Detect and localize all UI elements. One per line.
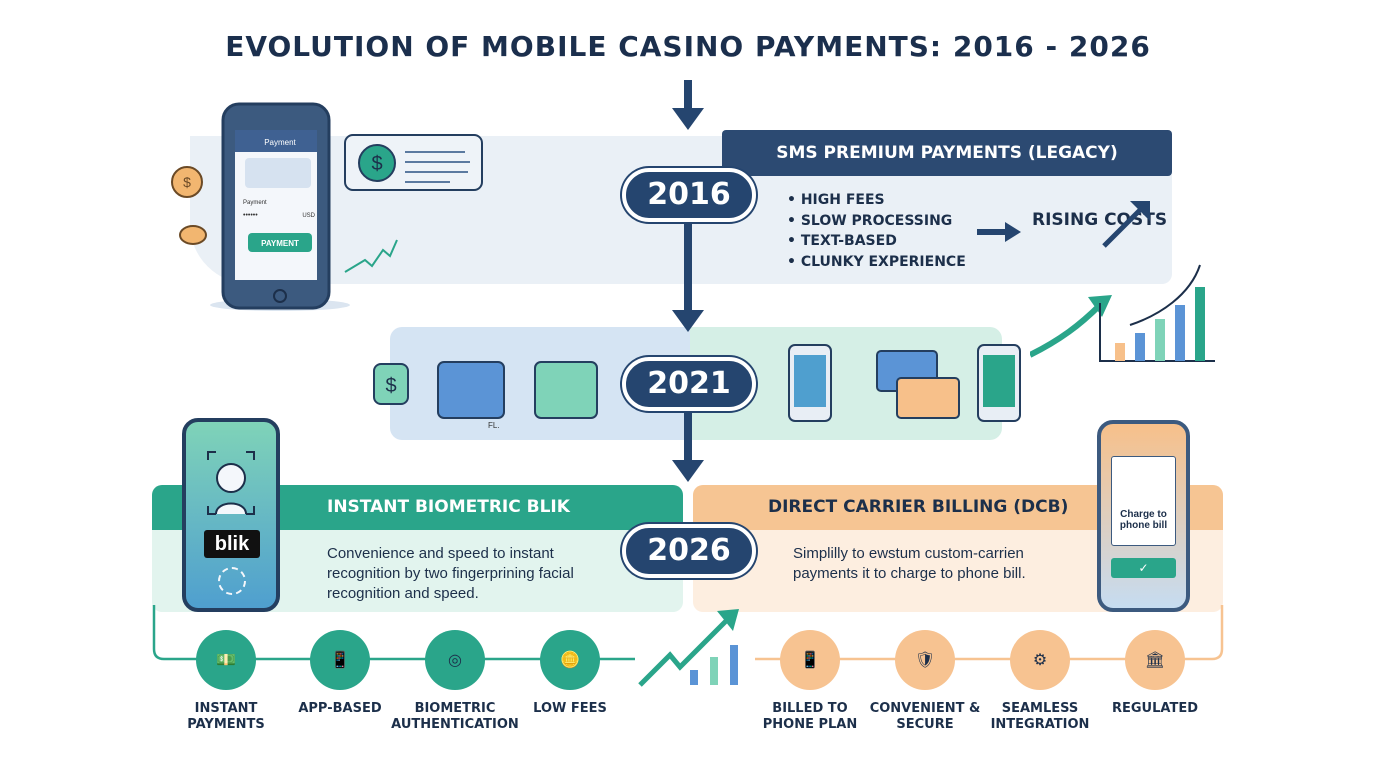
face-scan-icon [207,451,255,515]
shield-check-icon: 🛡 [895,630,955,690]
feature-app-based: 📱 APP-BASED [275,630,405,717]
arrow-right-icon [977,222,1021,242]
sms-phone-illustration: Payment Payment •••••• USD PAYMENT $ $ [171,102,483,311]
feature-label: BILLED TO PHONE PLAN [762,701,858,732]
arrow-down-icon [672,108,704,130]
bank-icon: 🏛 [1125,630,1185,690]
sms-bullets: HIGH FEES SLOW PROCESSING TEXT-BASED CLU… [787,190,966,272]
feature-regulated: 🏛 REGULATED [1090,630,1220,717]
svg-text:$: $ [385,375,396,397]
feature-billed-to-phone: 📱 BILLED TO PHONE PLAN [745,630,875,733]
feature-label: SEAMLESS INTEGRATION [990,701,1090,732]
timeline-line [684,410,692,460]
feature-label: INSTANT PAYMENTS [187,701,265,732]
coins-icon: 🪙 [540,630,600,690]
svg-text:$: $ [371,153,382,175]
feature-label: APP-BASED [298,701,382,716]
growth-trend-icon [638,609,739,687]
feature-instant-payments: 💵 INSTANT PAYMENTS [161,630,291,733]
page-title: EVOLUTION OF MOBILE CASINO PAYMENTS: 201… [225,30,1151,63]
bullet: TEXT-BASED [787,231,966,252]
wallet-caption: FL. [488,421,500,430]
phone-currency: USD [302,213,315,219]
bullet: HIGH FEES [787,190,966,211]
blik-phone: blik [182,418,280,612]
feature-label: REGULATED [1112,701,1198,716]
feature-label: LOW FEES [533,701,607,716]
phone-screen-title: Payment [264,138,296,147]
bullet: CLUNKY EXPERIENCE [787,252,966,273]
phone-payment-button: PAYMENT [261,239,299,248]
phone-field-label: Payment [243,200,267,206]
charge-text: Charge to phone bill [1119,509,1168,531]
year-pill-2016: 2016 [622,168,756,222]
feature-secure: 🛡 CONVENIENT & SECURE [860,630,990,733]
blik-logo: blik [204,530,260,558]
feature-biometric: ◎ BIOMETRIC AUTHENTICATION [390,630,520,733]
confirm-check-button[interactable]: ✓ [1111,558,1176,578]
blik-description: Convenience and speed to instant recogni… [327,545,574,602]
arrow-down-icon [672,310,704,332]
phone-scan-icon: 📱 [310,630,370,690]
phone-icon: 📱 [780,630,840,690]
trend-up-arrow-icon [1102,201,1150,248]
fingerprint-icon [218,567,246,595]
feature-label: BIOMETRIC AUTHENTICATION [391,701,519,732]
growth-bar-chart-icon [1030,264,1215,362]
feature-label: CONVENIENT & SECURE [869,701,981,732]
timeline-line [684,80,692,110]
year-pill-2026: 2026 [622,524,756,578]
digital-payments-illustration [788,344,1021,422]
year-pill-2021: 2021 [622,357,756,411]
timeline-line [684,222,692,312]
phone-masked-value: •••••• [243,212,258,219]
feature-integration: ⚙ SEAMLESS INTEGRATION [975,630,1105,733]
charge-to-phone-bill-card: Charge to phone bill [1111,456,1176,546]
fingerprint-icon: ◎ [425,630,485,690]
cash-icon: 💵 [196,630,256,690]
feature-low-fees: 🪙 LOW FEES [505,630,635,717]
wallets-illustration: $ FL. [373,361,598,430]
feature-connector [152,605,1224,661]
bullet: SLOW PROCESSING [787,211,966,232]
sms-header: SMS PREMIUM PAYMENTS (LEGACY) [722,130,1172,176]
dcb-phone: Charge to phone bill ✓ [1097,420,1190,612]
svg-text:$: $ [183,174,191,190]
dcb-description: Simplilly to ewstum custom-carrien payme… [793,545,1026,582]
arrow-down-icon [672,460,704,482]
gear-check-icon: ⚙ [1010,630,1070,690]
